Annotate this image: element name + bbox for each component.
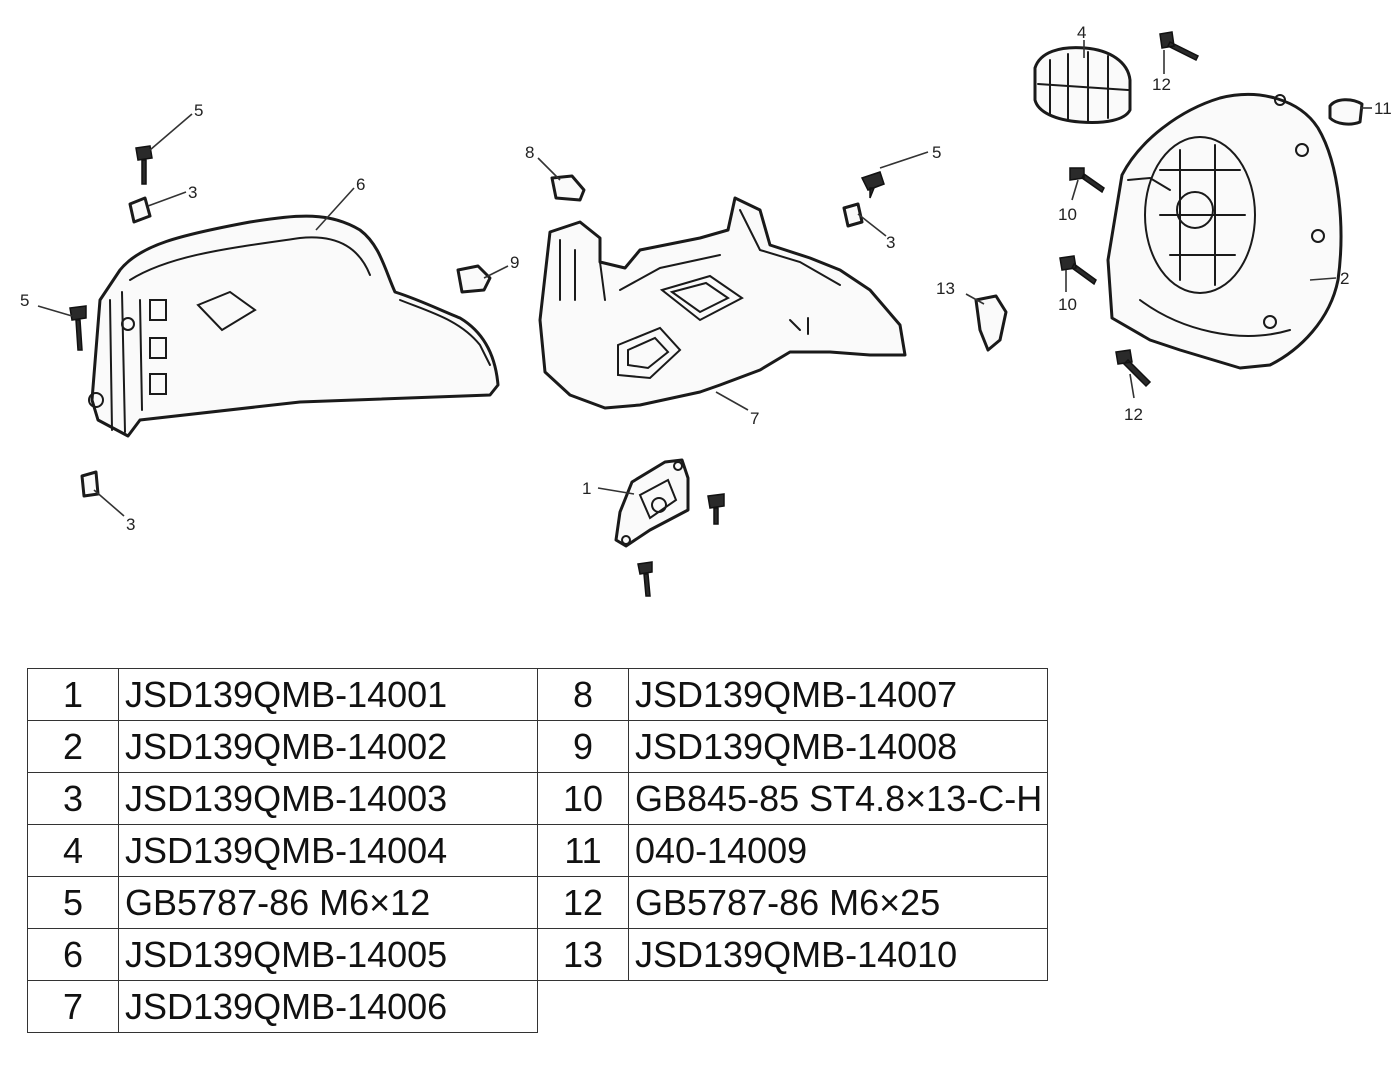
nut-3-center <box>842 202 864 228</box>
callout-10a: 10 <box>1058 205 1077 224</box>
bolt-5-left <box>69 305 87 351</box>
part-number: 1 <box>27 668 119 721</box>
fasteners <box>69 31 1364 597</box>
table-row: 6 JSD139QMB-14005 13 JSD139QMB-14010 <box>27 928 1048 981</box>
part-code: JSD139QMB-14004 <box>118 824 538 877</box>
part-number: 9 <box>537 720 629 773</box>
part-number: 11 <box>537 824 629 877</box>
part-code: JSD139QMB-14003 <box>118 772 538 825</box>
filter-part-4 <box>1033 46 1132 124</box>
callout-3a: 3 <box>188 183 197 202</box>
callout-7: 7 <box>750 409 759 428</box>
leader-lines <box>37 40 1372 517</box>
bolt-5-top <box>135 145 153 185</box>
table-row: 1 JSD139QMB-14001 8 JSD139QMB-14007 <box>27 668 1048 721</box>
callout-11: 11 <box>1374 99 1392 118</box>
part-code: JSD139QMB-14006 <box>118 980 538 1033</box>
callout-6: 6 <box>356 175 365 194</box>
part-number: 10 <box>537 772 629 825</box>
screw-10-bottom <box>1059 255 1097 286</box>
part-number: 2 <box>27 720 119 773</box>
callout-2: 2 <box>1340 269 1349 288</box>
table-row: 5 GB5787-86 M6×12 12 GB5787-86 M6×25 <box>27 876 1048 929</box>
screw-1-b <box>637 561 653 597</box>
part-code: JSD139QMB-14008 <box>628 720 1048 773</box>
callout-10b: 10 <box>1058 295 1077 314</box>
part-code: JSD139QMB-14005 <box>118 928 538 981</box>
fan-cover-part-2 <box>1106 93 1343 370</box>
table-row: 4 JSD139QMB-14004 11 040-14009 <box>27 824 1048 877</box>
callout-3b: 3 <box>126 515 135 534</box>
callout-3c: 3 <box>886 233 895 252</box>
callout-4: 4 <box>1077 23 1086 42</box>
callout-12a: 12 <box>1152 75 1171 94</box>
part-code: GB5787-86 M6×25 <box>628 876 1048 929</box>
bolt-12-bottom <box>1115 349 1152 388</box>
part-code: 040-14009 <box>628 824 1048 877</box>
plate-part-1 <box>614 458 690 548</box>
table-row: 7 JSD139QMB-14006 <box>27 980 1048 1033</box>
screw-10-top <box>1069 167 1105 194</box>
exploded-parts-diagram: 5 3 6 5 3 8 9 5 3 7 1 13 4 12 11 10 10 2… <box>20 23 1392 597</box>
bolt-5-center <box>860 171 885 199</box>
part-number: 3 <box>27 772 119 825</box>
part-code: JSD139QMB-14002 <box>118 720 538 773</box>
part-number: 4 <box>27 824 119 877</box>
callout-1: 1 <box>582 479 591 498</box>
part-code: JSD139QMB-14010 <box>628 928 1048 981</box>
callout-12b: 12 <box>1124 405 1143 424</box>
clip-9 <box>456 264 492 294</box>
part-code: JSD139QMB-14007 <box>628 668 1048 721</box>
callout-5c: 5 <box>932 143 941 162</box>
part-number: 5 <box>27 876 119 929</box>
part-number: 6 <box>27 928 119 981</box>
grommet-11 <box>1328 98 1364 126</box>
part-number: 12 <box>537 876 629 929</box>
clip-13 <box>974 294 1008 352</box>
callout-5a: 5 <box>194 101 203 120</box>
callout-13: 13 <box>936 279 955 298</box>
part-number: 8 <box>537 668 629 721</box>
table-row: 2 JSD139QMB-14002 9 JSD139QMB-14008 <box>27 720 1048 773</box>
callout-8: 8 <box>525 143 534 162</box>
part-code: GB5787-86 M6×12 <box>118 876 538 929</box>
part-number: 13 <box>537 928 629 981</box>
part-code: GB845-85 ST4.8×13-C-H <box>628 772 1048 825</box>
bolt-12-top <box>1159 31 1200 62</box>
part-number: 7 <box>27 980 119 1033</box>
nut-3-top <box>128 196 152 224</box>
left-shroud-part-6 <box>88 214 500 438</box>
clip-8 <box>550 174 586 202</box>
callout-5b: 5 <box>20 291 29 310</box>
table-row: 3 JSD139QMB-14003 10 GB845-85 ST4.8×13-C… <box>27 772 1048 825</box>
part-code: JSD139QMB-14001 <box>118 668 538 721</box>
parts-list-table: 1 JSD139QMB-14001 8 JSD139QMB-14007 2 JS… <box>27 668 1048 1033</box>
callout-9: 9 <box>510 253 519 272</box>
empty-cell <box>537 980 1048 1033</box>
screw-1-a <box>707 493 725 525</box>
center-shroud-part-7 <box>538 196 907 410</box>
